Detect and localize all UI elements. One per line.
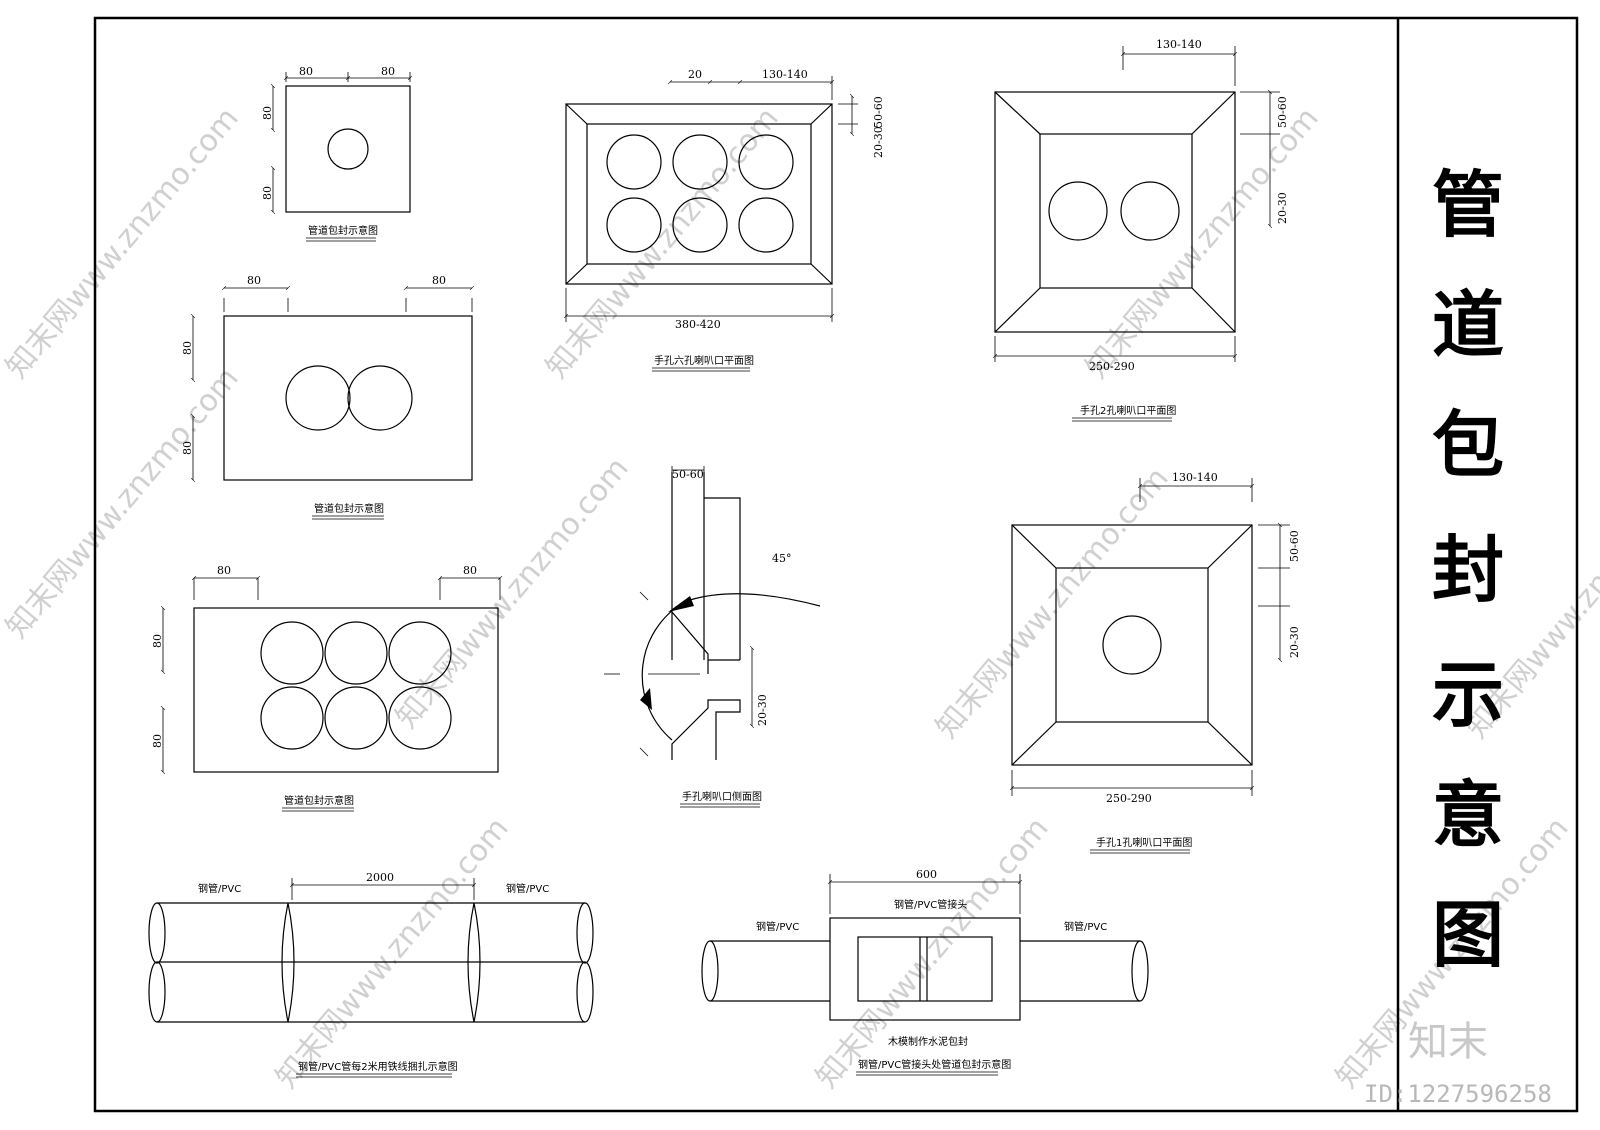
brand-watermark: 知末 — [1408, 1019, 1488, 1065]
dim-label: 80 — [151, 734, 164, 748]
caption: 管道包封示意图 — [284, 794, 354, 807]
dim-label: 20-30 — [872, 126, 885, 158]
dim-label: 2000 — [366, 871, 394, 884]
dim-label: 80 — [261, 106, 274, 120]
watermark-text: 知末网www.znzmo.com — [0, 101, 246, 385]
dim-label: 130-140 — [762, 68, 808, 81]
one-hole-bellmouth-plan: 130-140 50-60 20-30 250-290 手孔1孔喇叭口平面图 — [1009, 471, 1301, 854]
dim-label: 80 — [217, 564, 231, 577]
sheet-border — [93, 16, 1579, 1113]
pipe-joint-encasement: 600 钢管/PVC管接头 钢管/PVC 钢管/PVC 木模制作水泥包封 钢管/… — [701, 868, 1149, 1076]
encasement-6-pipe: 80 80 80 80 管道包封示意图 — [151, 564, 503, 812]
dim-label: 80 — [299, 65, 313, 78]
dim-label: 80 — [381, 65, 395, 78]
dim-label: 45° — [772, 552, 792, 565]
dim-label: 130-140 — [1156, 38, 1202, 51]
dim-label: 80 — [261, 186, 274, 200]
dim-label: 250-290 — [1089, 360, 1135, 373]
page-title: 管 道 包 封 示 意 图 — [1432, 163, 1504, 977]
dim-label: 20 — [688, 68, 702, 81]
watermark-text: 知末网www.znzmo.com — [809, 811, 1055, 1095]
pipe-label: 钢管/PVC — [1064, 920, 1107, 933]
dim-label: 600 — [916, 868, 937, 881]
title-char: 封 — [1432, 528, 1504, 612]
pipe-label: 钢管/PVC — [756, 920, 799, 933]
dim-label: 80 — [432, 274, 446, 287]
pipe-bundle-diagram: 2000 钢管/PVC 钢管/PVC 钢管/PVC管每2米用铁线捆扎示意图 — [148, 871, 594, 1078]
pipe-label: 钢管/PVC — [198, 882, 241, 895]
pipe-joint-label: 钢管/PVC管接头 — [894, 898, 967, 911]
dim-label: 50-60 — [1276, 96, 1289, 128]
title-char: 道 — [1432, 283, 1504, 367]
dim-label: 20-30 — [756, 694, 769, 726]
caption: 手孔六孔喇叭口平面图 — [654, 354, 754, 367]
title-char: 示 — [1432, 653, 1504, 737]
dim-label: 50-60 — [872, 96, 885, 128]
formwork-label: 木模制作水泥包封 — [888, 1035, 968, 1048]
dim-label: 250-290 — [1106, 792, 1152, 805]
dim-label: 380-420 — [675, 318, 721, 331]
encasement-2-pipe: 80 80 80 80 管道包封示意图 — [181, 274, 475, 520]
dim-label: 80 — [247, 274, 261, 287]
six-hole-bellmouth-plan: 380-420 20 130-140 50-60 20-30 手孔六孔喇叭口平面… — [563, 68, 885, 372]
two-hole-bellmouth-plan: 130-140 50-60 20-30 250-290 手孔2孔喇叭口平面图 — [992, 38, 1289, 422]
dim-label: 80 — [181, 341, 194, 355]
watermark-text: 知末网www.znzmo.com — [929, 461, 1175, 745]
caption: 手孔1孔喇叭口平面图 — [1096, 836, 1192, 849]
dim-label: 80 — [181, 441, 194, 455]
caption: 管道包封示意图 — [308, 224, 378, 237]
dim-label: 50-60 — [1288, 530, 1301, 562]
dim-label: 130-140 — [1172, 471, 1218, 484]
caption: 钢管/PVC管每2米用铁线捆扎示意图 — [298, 1060, 458, 1073]
watermark-text: 知末网www.znzmo.com — [0, 361, 246, 645]
caption: 管道包封示意图 — [314, 502, 384, 515]
watermark-text: 知末网www.znzmo.com — [539, 101, 785, 385]
dim-label: 20-30 — [1276, 192, 1289, 224]
watermark-text: 知末网www.znzmo.com — [269, 811, 515, 1095]
dim-label: 50-60 — [672, 468, 704, 481]
watermark-text: 知末网www.znzmo.com — [389, 451, 635, 735]
watermark-text: 知末网www.znzmo.com — [1079, 101, 1325, 385]
caption: 手孔2孔喇叭口平面图 — [1080, 404, 1176, 417]
title-char: 包 — [1432, 403, 1504, 487]
title-char: 意 — [1432, 773, 1504, 857]
id-watermark: ID:1227596258 — [1364, 1080, 1552, 1108]
watermark-layer: 知末网www.znzmo.com 知末网www.znzmo.com 知末网www… — [0, 101, 1600, 1095]
dim-label: 20-30 — [1288, 626, 1301, 658]
bellmouth-side-view: 50-60 45° 20-30 手孔喇叭口侧面图 — [604, 466, 821, 808]
title-char: 管 — [1432, 163, 1504, 247]
dim-label: 80 — [151, 634, 164, 648]
caption: 钢管/PVC管接头处管道包封示意图 — [858, 1058, 1011, 1071]
pipe-label: 钢管/PVC — [506, 882, 549, 895]
title-char: 图 — [1432, 893, 1504, 977]
caption: 手孔喇叭口侧面图 — [682, 790, 762, 803]
encasement-1-pipe: 80 80 80 80 管道包封示意图 — [261, 65, 413, 242]
dim-label: 80 — [463, 564, 477, 577]
